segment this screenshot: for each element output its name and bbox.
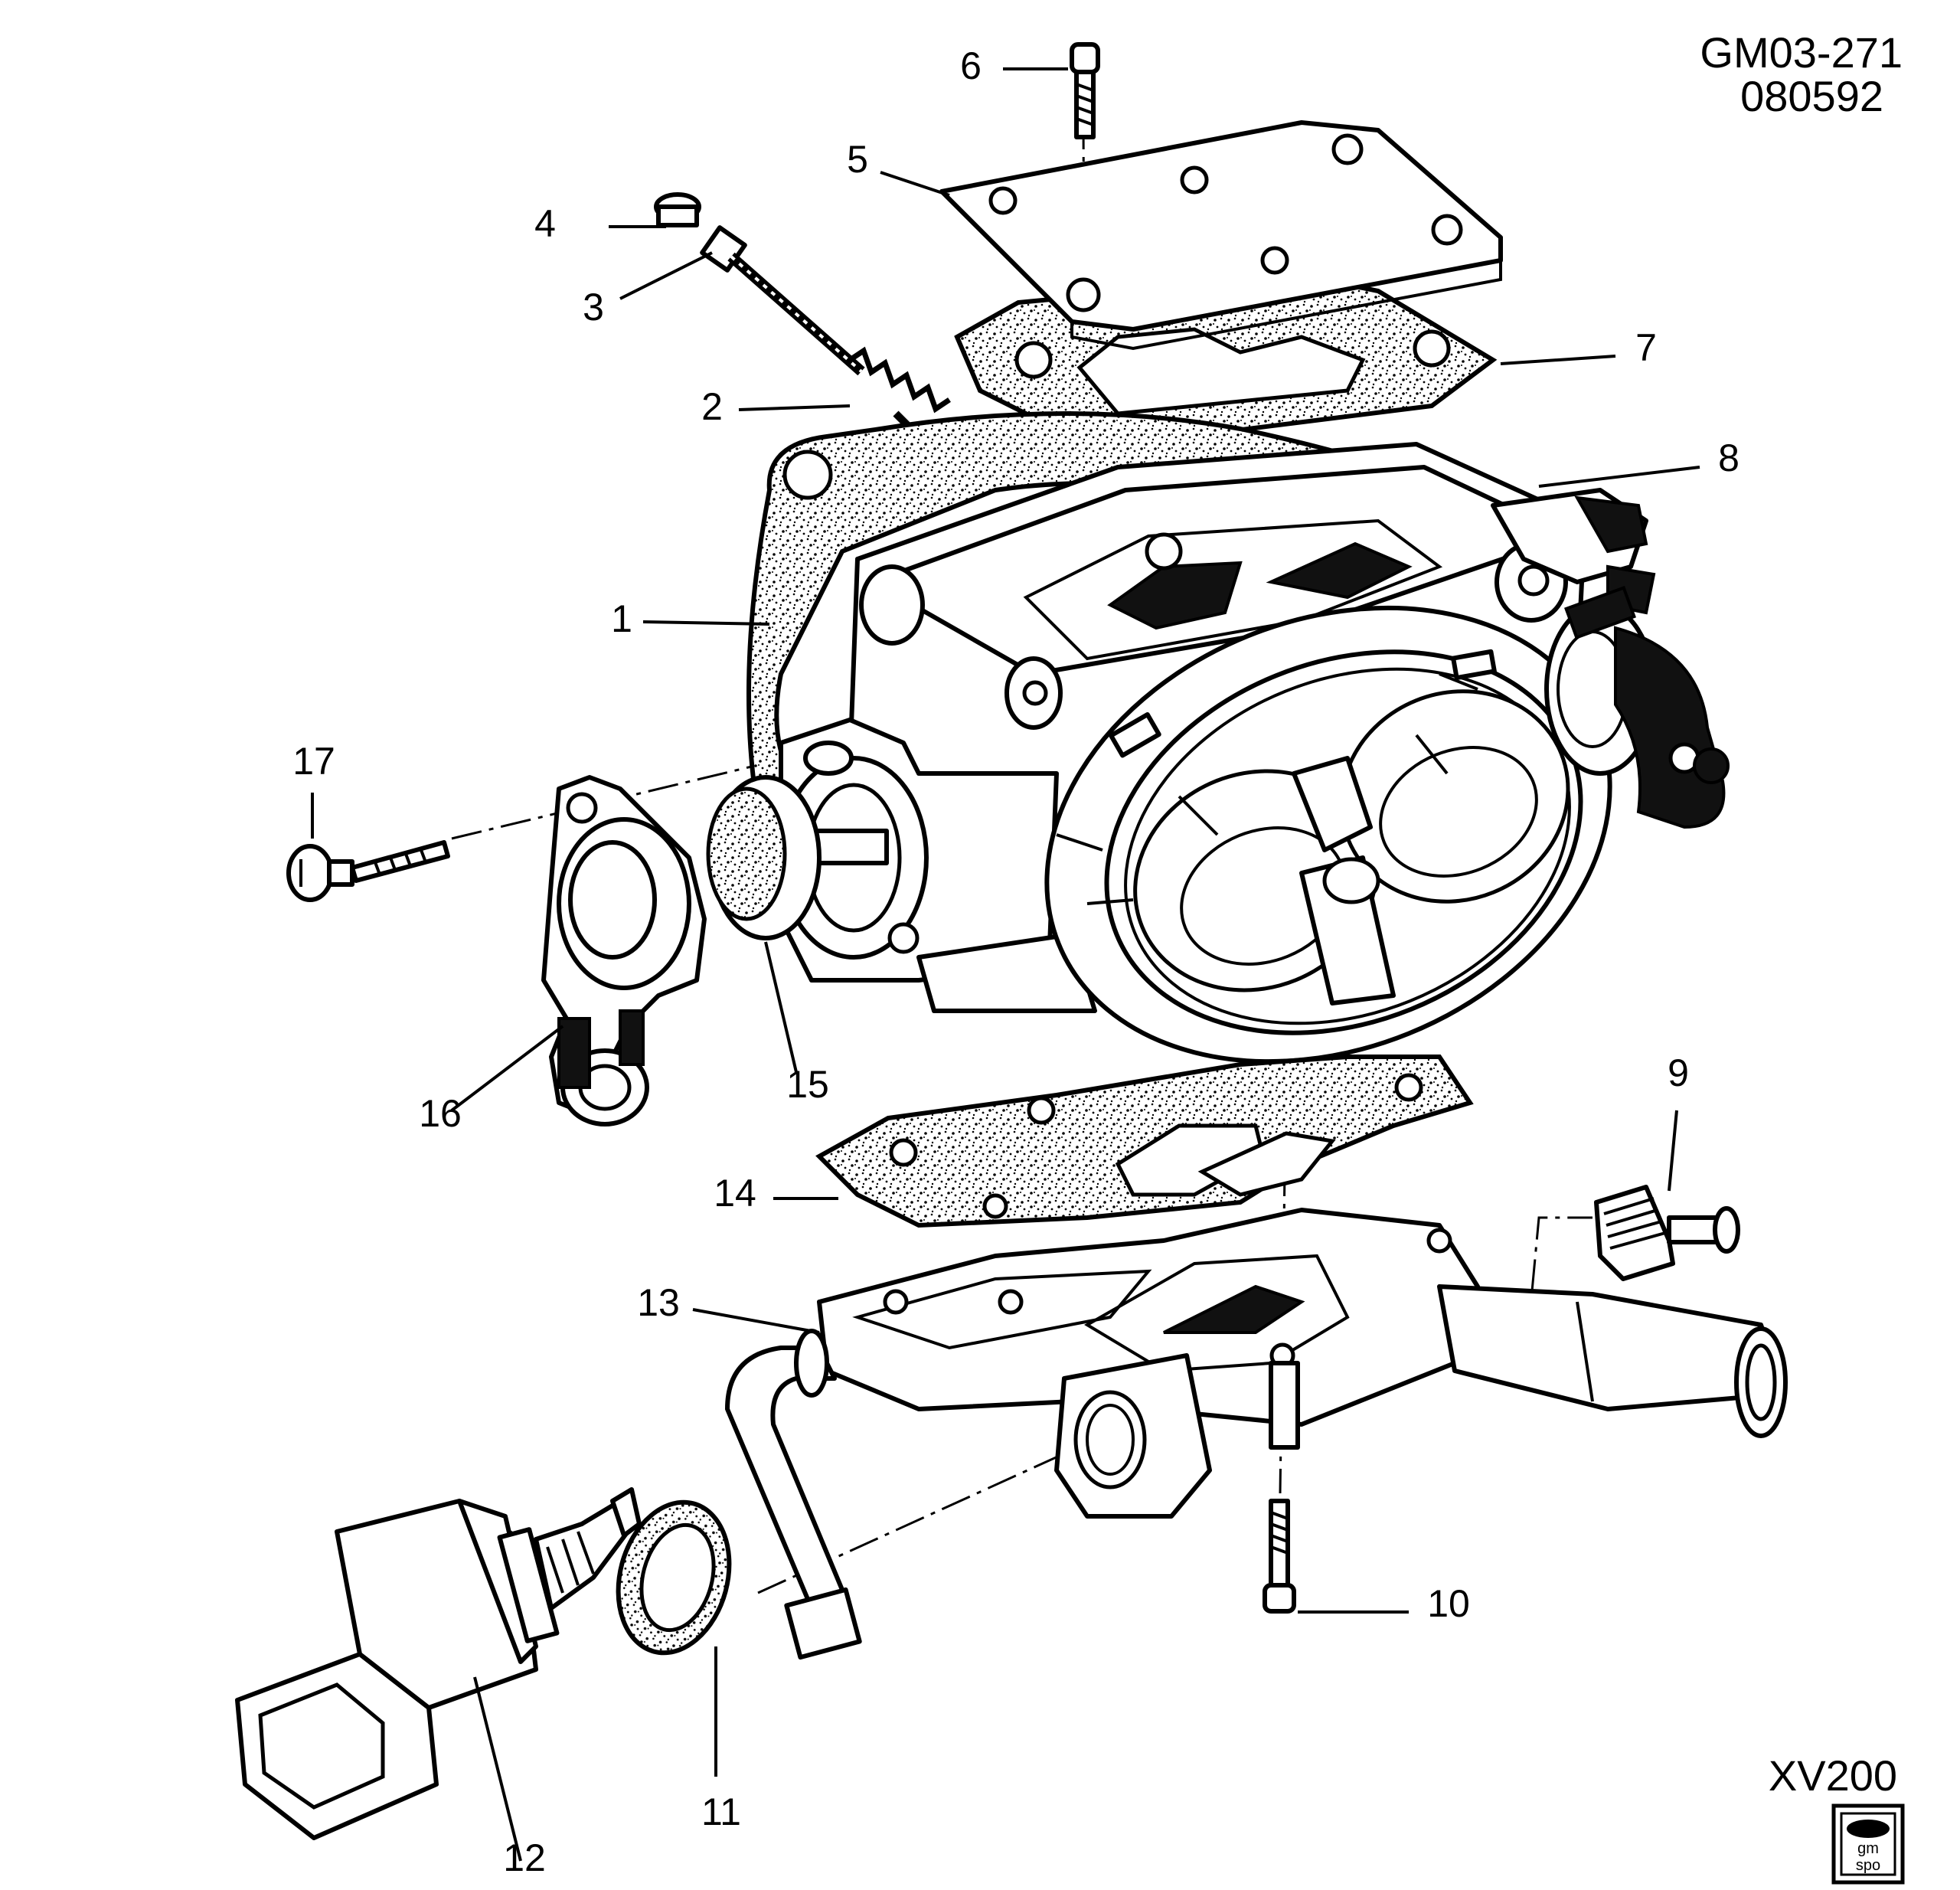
figure-code: XV200 [1769,1751,1897,1800]
callout-6: 6 [960,44,982,87]
callout-4: 4 [534,202,556,245]
callout-13: 13 [637,1281,680,1324]
callout-labels: 1 2 3 4 5 6 7 8 9 10 11 12 13 14 15 16 1… [292,44,1740,1879]
callout-9: 9 [1668,1051,1689,1094]
callout-14: 14 [714,1172,756,1215]
callout-5: 5 [847,138,868,181]
callout-12: 12 [503,1836,546,1879]
callout-2: 2 [701,385,723,428]
part-4-cap [654,192,701,227]
callout-8: 8 [1718,437,1740,479]
callout-7: 7 [1635,326,1657,369]
callout-11: 11 [701,1790,741,1833]
part-14-bottom-gasket [815,1055,1474,1228]
part-6-screw [1070,42,1100,139]
callout-10: 10 [1427,1582,1470,1625]
part-13-base-housing [725,1208,1788,1660]
callout-16: 16 [419,1092,462,1135]
part-11-washer [616,1499,732,1656]
logo-gm-text: gm [1857,1840,1879,1857]
gm-spo-logo: gm spo [1831,1803,1905,1885]
part-10-screw [1263,1499,1296,1614]
part-12-sensor [235,1487,642,1840]
part-5-cover-plate [939,120,1503,351]
callout-3: 3 [583,286,604,329]
callout-15: 15 [786,1063,829,1106]
part-9-fitting [1594,1185,1740,1281]
part-16-throttle-position-sensor [541,775,707,1126]
part-3-adjusting-screw [700,225,865,376]
part-17-screw [286,840,450,902]
callout-leaders [311,67,1700,1862]
callout-1: 1 [611,597,632,640]
logo-spo-text: spo [1856,1857,1880,1874]
part-8-throttle-lever [1491,488,1730,829]
callout-17: 17 [292,740,335,783]
drawing-date: 080592 [1740,72,1883,120]
part-15-seal [706,775,822,940]
drawing-code: GM03-271 [1700,28,1903,77]
